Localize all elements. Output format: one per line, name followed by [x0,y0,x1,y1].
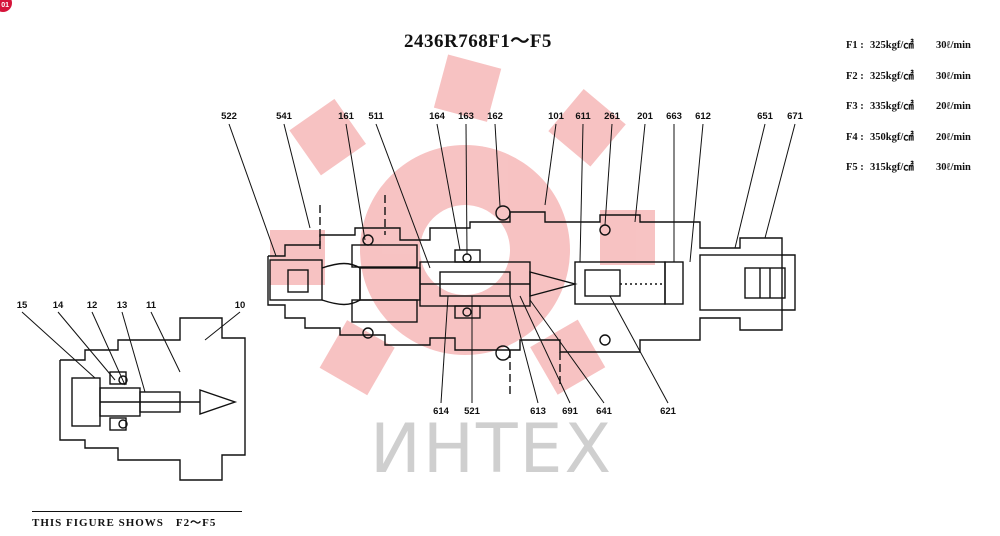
part-label: 15 [16,300,28,311]
part-label: 621 [660,406,676,417]
part-label: 522 [221,111,237,122]
part-label: 663 [666,111,682,122]
part-label: 162 [487,111,503,122]
part-label: 164 [429,111,445,122]
part-label: 101 [548,111,564,122]
part-label: 10 [234,300,246,311]
part-label: 613 [530,406,546,417]
small-leader-lines [21,311,241,393]
part-label: 201 [637,111,653,122]
diagram-title: 2436R768F1～F5 [404,31,552,52]
leader-lines [228,123,796,404]
part-label: 691 [562,406,578,417]
part-label: 541 [276,111,292,122]
watermark-text: ИНТЕХ [370,410,614,489]
part-label: 13 [116,300,128,311]
part-label: 163 [458,111,474,122]
part-label: 161 [338,111,354,122]
part-label: 261 [604,111,620,122]
part-label: 511 [368,111,384,122]
part-label: 14 [52,300,64,311]
corner-badge: 01 [0,0,12,12]
figure-footnote: THIS FIGURE SHOWS F2～F5 [32,511,242,530]
part-label: 641 [596,406,612,417]
part-label: 651 [757,111,773,122]
part-label: 521 [464,406,480,417]
part-label: 671 [787,111,803,122]
main-valve-section [267,195,796,395]
part-label: 12 [86,300,98,311]
part-label: 614 [433,406,449,417]
part-label: 11 [145,300,157,311]
part-label: 612 [695,111,711,122]
part-label: 611 [575,111,591,122]
small-valve-section [59,317,246,481]
